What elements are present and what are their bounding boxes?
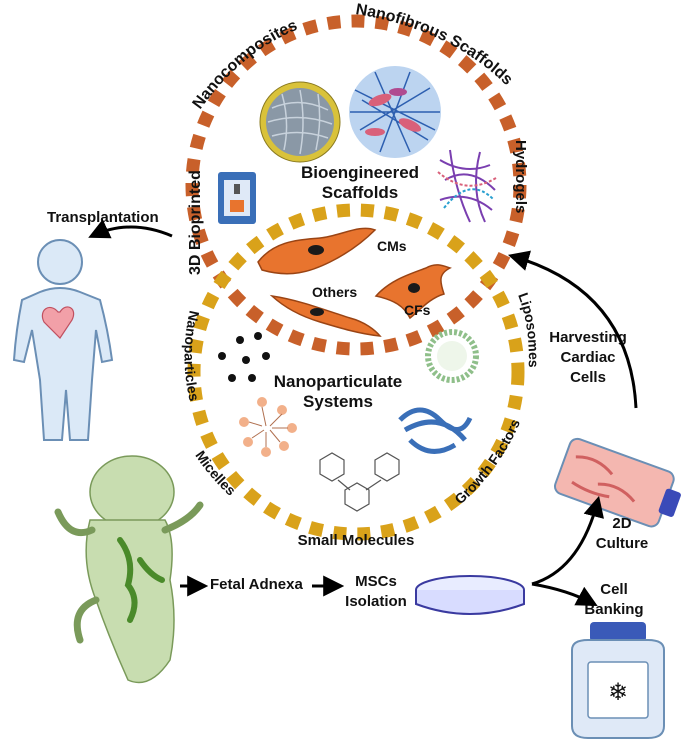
liposome-icon — [425, 329, 479, 383]
nanoparticles-icon — [218, 332, 270, 382]
protein-ribbon-icon — [398, 407, 473, 454]
human-body-icon — [12, 239, 114, 441]
micelle-icon — [239, 397, 297, 457]
snowflake-icon: ❄ — [608, 679, 628, 706]
small-molecules-label: Small Molecules — [298, 532, 415, 549]
nanoparticles-label: Nanoparticles — [181, 309, 202, 402]
cfs-label: CFs — [404, 302, 431, 318]
cells-label: Cells — [570, 369, 606, 386]
cell-label: Cell — [600, 581, 628, 598]
fetus-icon — [54, 455, 204, 684]
2d-label: 2D — [612, 515, 631, 532]
other-cell — [269, 294, 382, 337]
culture-label: Culture — [596, 535, 649, 552]
nanoparticulate-label: Nanoparticulate — [274, 372, 402, 391]
inner-dashed-ring — [187, 203, 525, 541]
others-label: Others — [312, 284, 357, 300]
mscs-label: MSCs — [355, 573, 397, 590]
outer-dashed-ring — [185, 14, 527, 356]
isolation-label: Isolation — [345, 593, 407, 610]
micelles-label: Micelles — [192, 448, 239, 499]
nanocomposite-sphere-icon — [259, 81, 341, 163]
petri-dish-icon — [415, 575, 525, 615]
hydrogel-network-icon — [437, 149, 497, 223]
bioengineered-label: Bioengineered — [301, 163, 419, 182]
scaffolds-label: Scaffolds — [322, 183, 399, 202]
liposomes-label: Liposomes — [515, 290, 542, 368]
arrow-to-transplantation — [88, 219, 173, 239]
hydrogels-label: Hydrogels — [512, 140, 529, 213]
culture-flask-icon — [554, 437, 681, 528]
nanofiber-mesh-icon — [349, 66, 441, 158]
arrow-harvesting — [507, 250, 638, 409]
cms-label: CMs — [377, 238, 407, 254]
harvesting-label: Harvesting — [549, 329, 627, 346]
arrow-to-culture — [531, 495, 604, 586]
cryo-tank-icon: ❄ — [571, 622, 665, 739]
heart-icon — [41, 306, 75, 339]
fetal-adnexa-label: Fetal Adnexa — [210, 576, 303, 593]
banking-label: Banking — [584, 601, 643, 618]
small-molecule-icon — [319, 452, 400, 512]
cardiac-label: Cardiac — [560, 349, 615, 366]
systems-label: Systems — [303, 392, 373, 411]
transplantation-label: Transplantation — [47, 209, 159, 226]
arrow-to-banking — [531, 582, 598, 606]
cardiomyocyte-cell — [257, 227, 377, 275]
3d-bioprinted-label: 3D Bioprinted — [187, 170, 204, 275]
cardiac-fibroblast-cell — [374, 264, 452, 320]
3d-printer-icon — [218, 172, 256, 224]
